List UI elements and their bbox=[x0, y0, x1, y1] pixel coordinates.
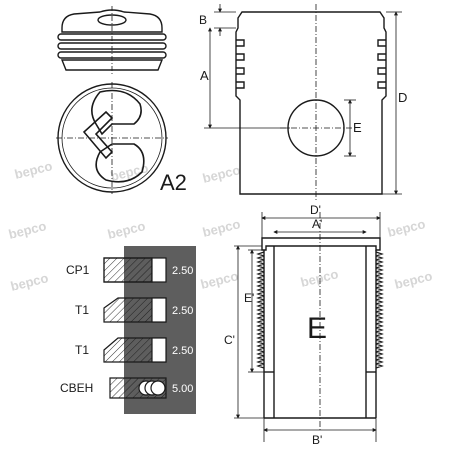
watermark-text: bepco bbox=[199, 268, 240, 292]
label-liner-e: E bbox=[307, 312, 327, 345]
watermark-logo-1: bepco bbox=[13, 158, 54, 182]
watermark-text: bepco bbox=[13, 158, 54, 182]
ring-4-size: 5.00 bbox=[172, 383, 193, 395]
watermark-text: bepco bbox=[7, 218, 48, 242]
watermark-text: bepco bbox=[299, 266, 340, 290]
label-e-prime: E' bbox=[244, 291, 254, 305]
ring-2-size: 2.50 bbox=[172, 305, 193, 317]
cylinder-liner bbox=[261, 237, 381, 419]
piston-dimensions bbox=[204, 4, 402, 195]
ring-1-size: 2.50 bbox=[172, 265, 193, 277]
piston-top-view bbox=[56, 82, 168, 194]
watermark-logo-6: bepco bbox=[106, 218, 147, 242]
watermark-logo-7: bepco bbox=[201, 216, 242, 240]
watermark-text: bepco bbox=[9, 270, 50, 294]
watermark-logo-3: bepco bbox=[201, 162, 242, 186]
watermark-logo-8: bepco bbox=[386, 216, 427, 240]
piston-side-view bbox=[57, 6, 167, 76]
liner-dimensions bbox=[234, 212, 381, 442]
label-b: B bbox=[199, 13, 207, 27]
watermark-text: bepco bbox=[106, 218, 147, 242]
watermark-text: bepco bbox=[201, 162, 242, 186]
watermark-logo-10: bepco bbox=[199, 268, 240, 292]
ring-3-name: T1 bbox=[75, 343, 89, 357]
label-a: A bbox=[200, 68, 209, 83]
label-c-prime: C' bbox=[224, 333, 235, 347]
watermark-logo-12: bepco bbox=[393, 268, 434, 292]
label-a-prime: A' bbox=[312, 217, 322, 231]
watermark-logo-9: bepco bbox=[9, 270, 50, 294]
piston-front-view bbox=[235, 4, 387, 200]
ring-3-size: 2.50 bbox=[172, 345, 193, 357]
ring-4-cbeh bbox=[109, 377, 167, 399]
fin-path bbox=[256, 251, 384, 369]
watermark-text: bepco bbox=[201, 216, 242, 240]
label-d-prime: D' bbox=[310, 203, 321, 217]
ring-4-name: CBEH bbox=[60, 381, 93, 395]
watermark-logo-5: bepco bbox=[7, 218, 48, 242]
ring-2-name: T1 bbox=[75, 303, 89, 317]
ring-1-name: CP1 bbox=[66, 263, 90, 277]
watermark-text: bepco bbox=[386, 216, 427, 240]
watermark-logo-11: bepco bbox=[299, 266, 340, 290]
ring-2-t1 bbox=[103, 297, 167, 323]
label-b-prime: B' bbox=[312, 433, 322, 447]
watermark-text: bepco bbox=[393, 268, 434, 292]
label-e: E bbox=[353, 120, 362, 135]
liner-cooling-fins bbox=[256, 251, 384, 369]
ring-3-t1 bbox=[103, 337, 167, 363]
ring-1-cp1 bbox=[103, 257, 167, 283]
label-d: D bbox=[398, 90, 407, 105]
label-a2: A2 bbox=[160, 170, 187, 195]
